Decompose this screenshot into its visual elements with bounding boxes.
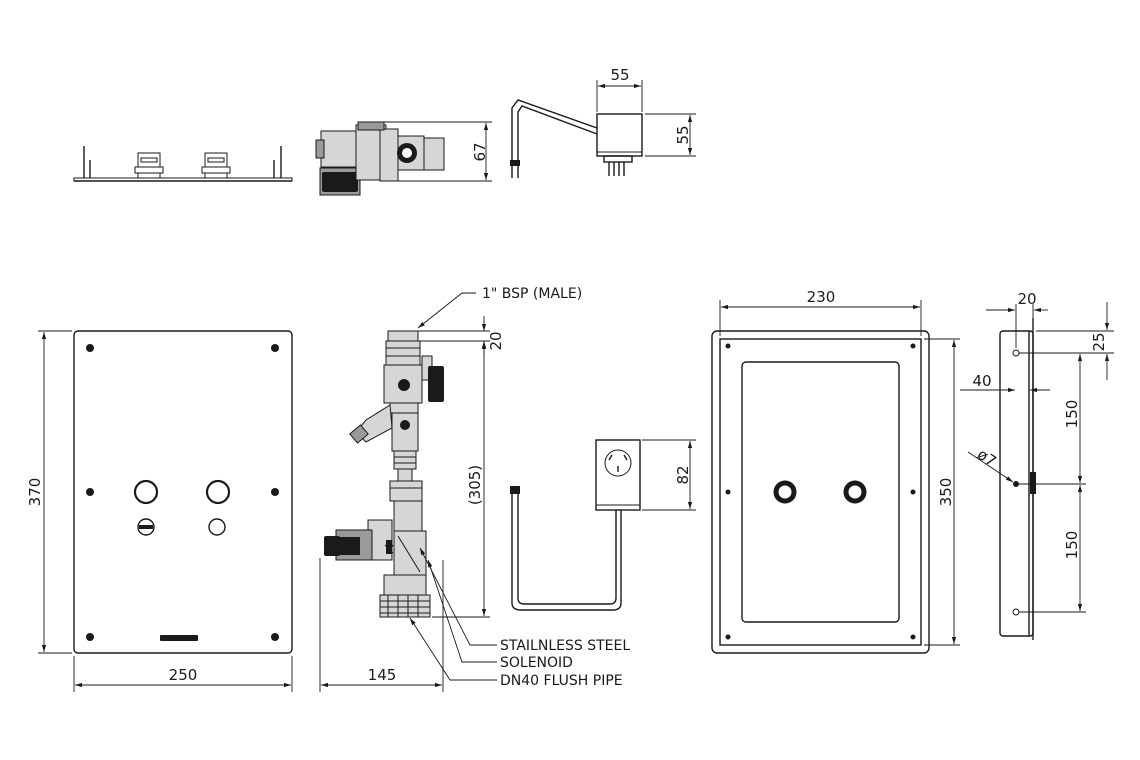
dim-350: 350 — [924, 338, 960, 646]
dim-305: (305) — [432, 342, 490, 618]
dim-40: 40 — [960, 372, 1050, 393]
dim-67-label: 67 — [471, 142, 489, 161]
dim-150-upper-label: 150 — [1063, 400, 1081, 429]
dim-370: 370 — [26, 330, 72, 654]
sensor-box-side-view — [510, 99, 643, 178]
dim-150-lower: 150 — [1019, 485, 1086, 613]
dim-20-side: 20 — [986, 290, 1048, 348]
front-panel — [73, 330, 293, 654]
dim-25-label: 25 — [1090, 332, 1108, 351]
dim-55-height-label: 55 — [674, 125, 692, 144]
dim-370-label: 370 — [26, 478, 44, 507]
dim-67: 67 — [382, 121, 492, 182]
side-bracket — [999, 318, 1036, 640]
dim-150-lower-label: 150 — [1063, 531, 1081, 560]
label-flush-pipe: DN40 FLUSH PIPE — [500, 673, 623, 689]
dim-55-height: 55 — [645, 113, 696, 157]
dim-230-label: 230 — [807, 288, 836, 306]
dim-145: 145 — [319, 558, 444, 692]
dim-40-label: 40 — [972, 372, 991, 390]
plate-side-view — [73, 146, 293, 182]
leader-stainless: STAILNLESS STEEL SOLENOID DN40 FLUSH PIP… — [409, 547, 630, 689]
label-bsp: 1" BSP (MALE) — [482, 286, 582, 302]
dim-230: 230 — [719, 288, 922, 336]
dim-350-label: 350 — [937, 478, 955, 507]
dim-82-label: 82 — [674, 465, 692, 484]
dim-250: 250 — [73, 656, 293, 692]
cover-plate — [711, 330, 930, 654]
dim-55-width: 55 — [596, 66, 643, 112]
dim-55-width-label: 55 — [610, 66, 629, 84]
dim-25: 25 — [1019, 302, 1114, 380]
label-solenoid: SOLENOID — [500, 655, 573, 671]
dim-145-label: 145 — [368, 666, 397, 684]
dim-hole: ø7 — [967, 445, 1014, 483]
dim-20-valve-label: 20 — [487, 331, 505, 350]
valve-assembly — [324, 330, 444, 618]
valve-top-view — [315, 121, 445, 196]
dim-250-label: 250 — [169, 666, 198, 684]
label-stainless: STAILNLESS STEEL — [500, 638, 630, 654]
dim-150-upper: 150 — [1019, 354, 1086, 485]
power-socket — [510, 439, 641, 611]
dim-82: 82 — [642, 439, 696, 511]
leader-bsp: 1" BSP (MALE) — [417, 286, 582, 329]
dim-20-side-label: 20 — [1017, 290, 1036, 308]
dim-hole-label: ø7 — [974, 445, 1000, 470]
dim-20-valve: 20 — [418, 316, 505, 356]
dim-305-label: (305) — [466, 465, 484, 505]
